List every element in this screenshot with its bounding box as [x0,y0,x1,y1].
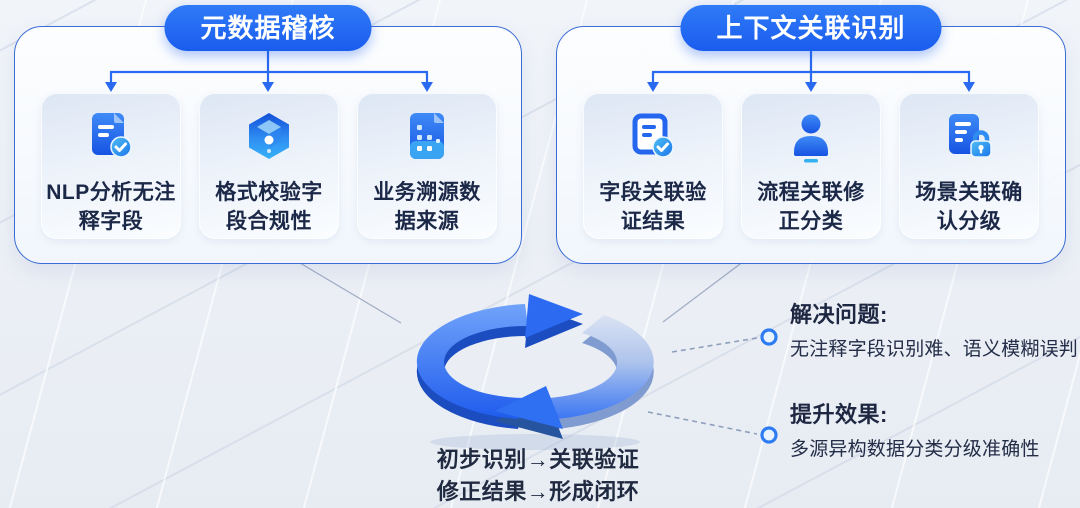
cycle-shadow [430,434,640,450]
branch-arrows [105,49,433,92]
card-nlp-analysis: NLP分析无注 释字段 [41,93,181,239]
note-body: 多源异构数据分类分级准确性 [790,439,1040,460]
panel-title-pill-context: 上下文关联识别 [680,5,942,51]
cycle-right-arrow [549,315,654,419]
arrowhead-icon [105,82,117,92]
card-scenario-grading: 场景关联确 认分级 [899,93,1039,239]
cycle-arrows-icon [416,294,654,450]
clipboard-check-icon [632,113,674,158]
card-label: 流程关联修 正分类 [757,181,865,233]
doc-check-icon [92,113,132,158]
cycle-caption: 初步识别→关联验证 修正结果→形成闭环 [436,447,640,504]
note-problems: 解决问题: 无注释字段识别难、语义模糊误判 [790,300,1078,363]
card-format-validation: 格式校验字 段合规性 [199,93,339,239]
card-field-verification: 字段关联验 证结果 [583,93,723,239]
note-heading: 提升效果: [790,402,888,427]
cycle-left-arrowhead [525,294,583,338]
data-cube-icon [249,113,289,159]
arrowhead-icon [647,82,659,92]
bullet-ring-improvements [760,426,778,444]
cycle-left-arrow [416,304,528,419]
note-heading: 解决问题: [790,302,888,327]
bullet-ring-problems [760,328,778,346]
card-business-tracing: 业务溯源数 据来源 [357,93,497,239]
card-label: NLP分析无注 释字段 [46,181,176,233]
panel-title-pill-metadata: 元数据稽核 [164,5,372,51]
user-icon [794,114,828,163]
data-file-icon [410,113,444,159]
card-label: 格式校验字 段合规性 [215,181,323,233]
panel-context-association: 上下文关联识别 字段关联验 证结果 [556,5,1066,264]
cycle-right-arrowhead [495,386,563,429]
card-label: 场景关联确 认分级 [915,181,1023,233]
arrowhead-icon [805,82,817,92]
card-label: 字段关联验 证结果 [599,181,707,233]
branch-arrows [647,49,975,92]
panel-title: 上下文关联识别 [716,13,906,43]
note-body: 无注释字段识别难、语义模糊误判 [790,339,1079,360]
arrowhead-icon [262,82,274,92]
panel-metadata-audit: 元数据稽核 NLP分析无注 释字段 [14,5,522,264]
card-process-correction: 流程关联修 正分类 [741,93,881,239]
panel-title: 元数据稽核 [200,13,336,43]
doc-lock-icon [949,114,992,158]
arrowhead-icon [421,82,433,92]
arrowhead-icon [963,82,975,92]
note-improvements: 提升效果: 多源异构数据分类分级准确性 [790,400,1040,463]
card-label: 业务溯源数 据来源 [373,181,481,233]
